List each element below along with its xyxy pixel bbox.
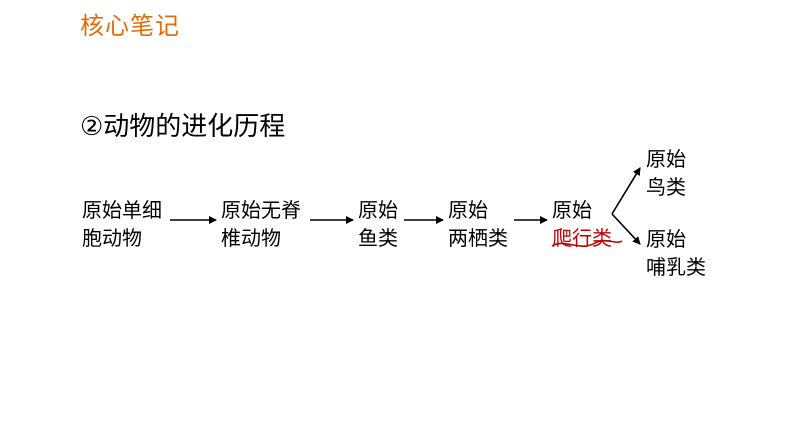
section-title: ②动物的进化历程 [80, 112, 286, 142]
node-bird-line1: 原始 [646, 147, 686, 171]
node-invertebrate-line1: 原始无脊 [221, 198, 301, 222]
node-unicellular-line2: 胞动物 [82, 226, 142, 250]
node-fish-line2: 鱼类 [358, 226, 398, 250]
node-fish: 原始 鱼类 [358, 196, 398, 252]
node-invertebrate-line2: 椎动物 [221, 226, 281, 250]
node-reptile-line2: 爬行类 [552, 226, 612, 250]
node-bird: 原始 鸟类 [646, 145, 686, 201]
arrow-reptile-to-bird [611, 167, 641, 215]
node-amphibian-line1: 原始 [448, 198, 488, 222]
node-mammal-line1: 原始 [646, 227, 686, 251]
node-reptile-line1: 原始 [552, 198, 592, 222]
node-mammal-line2: 哺乳类 [646, 255, 706, 279]
arrow-reptile-to-mammal [611, 213, 641, 245]
node-bird-line2: 鸟类 [646, 175, 686, 199]
header-title: 核心笔记 [80, 12, 180, 40]
node-unicellular-line1: 原始单细 [82, 198, 162, 222]
node-reptile: 原始 爬行类 [552, 196, 612, 252]
node-invertebrate: 原始无脊 椎动物 [221, 196, 301, 252]
node-amphibian: 原始 两栖类 [448, 196, 508, 252]
node-unicellular: 原始单细 胞动物 [82, 196, 162, 252]
node-fish-line1: 原始 [358, 198, 398, 222]
node-amphibian-line2: 两栖类 [448, 226, 508, 250]
node-mammal: 原始 哺乳类 [646, 225, 706, 281]
